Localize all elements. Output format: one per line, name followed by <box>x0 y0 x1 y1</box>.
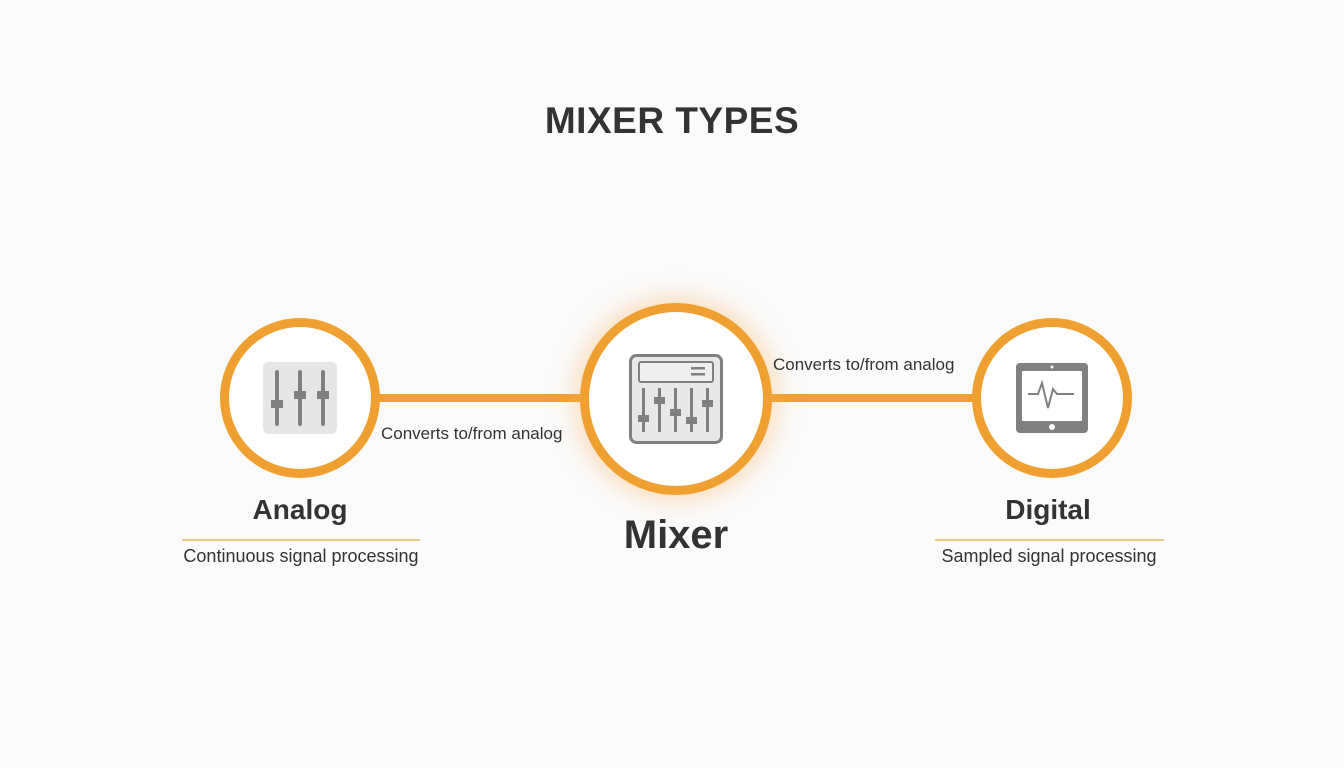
edge-label-analog-mixer: Converts to/from analog <box>381 424 563 443</box>
tablet-waveform-icon <box>1016 363 1088 433</box>
diagram-title: MIXER TYPES <box>544 100 800 141</box>
digital-node <box>972 318 1132 478</box>
digital-title: Digital <box>1005 494 1091 525</box>
digital-description: Sampled signal processing <box>941 546 1157 566</box>
analog-node <box>220 318 380 478</box>
analog-description: Continuous signal processing <box>183 546 419 566</box>
mixer-node <box>580 303 772 495</box>
mixing-console-icon <box>629 354 723 444</box>
mixer-title: Mixer <box>623 513 729 557</box>
analog-title: Analog <box>252 494 348 525</box>
connector-mixer-digital <box>766 394 978 402</box>
sliders-icon <box>263 362 337 434</box>
edge-label-mixer-digital: Converts to/from analog <box>773 355 955 374</box>
connector-analog-mixer <box>372 394 588 402</box>
digital-divider <box>935 539 1164 541</box>
analog-divider <box>182 539 420 541</box>
